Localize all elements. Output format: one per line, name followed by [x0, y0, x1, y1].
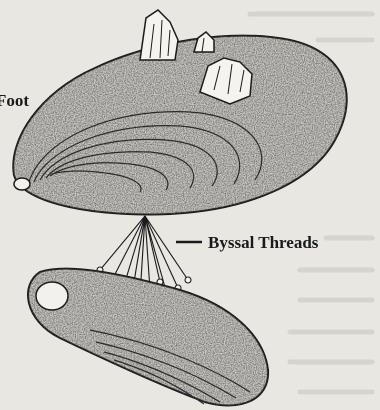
byssal-threads-label: Byssal Threads	[208, 233, 319, 252]
lower-mussel-shell	[28, 269, 268, 406]
upper-mussel-shell	[13, 36, 346, 215]
foot-label: Foot	[0, 91, 29, 110]
